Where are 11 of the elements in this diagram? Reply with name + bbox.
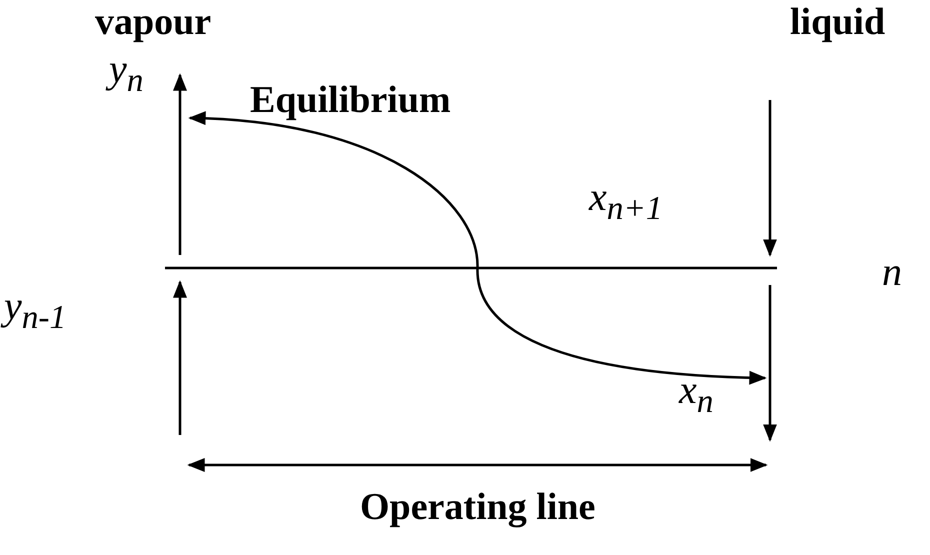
variable-label: y$_{n-1}$ [0, 282, 70, 337]
heading: vapour [95, 0, 212, 44]
edge-label: Equilibrium [250, 78, 451, 122]
stage-label: n [881, 248, 903, 295]
variable-label: x$_{n}$ [678, 366, 714, 421]
double-arrow [187, 458, 768, 472]
curved-arrow [188, 112, 767, 384]
edge-label: Operating line [360, 485, 596, 529]
variable-label: y$_{n}$ [105, 45, 148, 100]
variable-label: x$_{n+1}$ [588, 173, 664, 228]
heading: liquid [790, 0, 886, 44]
